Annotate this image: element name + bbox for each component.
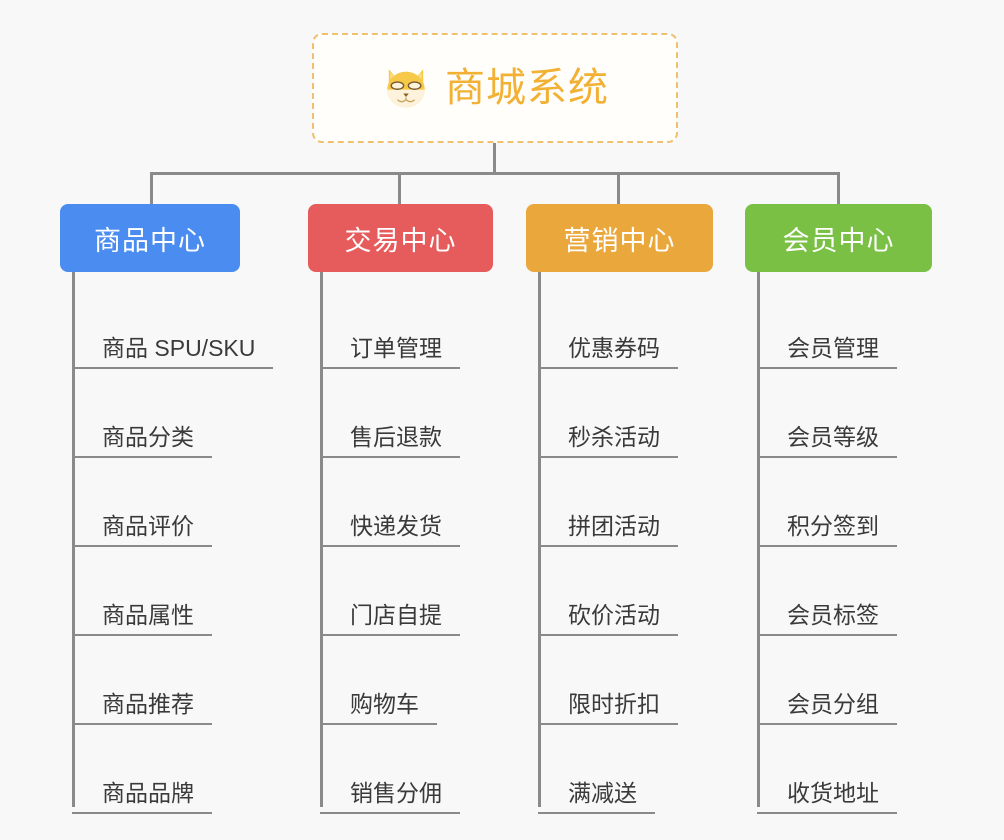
leaf-label: 满减送 <box>538 780 655 814</box>
category-header-trade[interactable]: 交易中心 <box>308 204 493 272</box>
leaf-list-trade: 订单管理 售后退款 快递发货 门店自提 购物车 销售分佣 <box>308 272 493 814</box>
category-title: 营销中心 <box>563 225 676 256</box>
leaf-label: 购物车 <box>320 691 437 725</box>
connector-drop-3 <box>837 172 840 206</box>
leaf-label: 会员等级 <box>757 424 897 458</box>
leaf-label: 门店自提 <box>320 602 460 636</box>
branch-column-member: 会员中心 会员管理 会员等级 积分签到 会员标签 会员分组 收货地址 <box>745 204 932 814</box>
leaf-label: 收货地址 <box>757 780 897 814</box>
branch-column-marketing: 营销中心 优惠券码 秒杀活动 拼团活动 砍价活动 限时折扣 满减送 <box>526 204 713 814</box>
connector-drop-1 <box>398 172 401 206</box>
leaf-list-member: 会员管理 会员等级 积分签到 会员标签 会员分组 收货地址 <box>745 272 932 814</box>
leaf-label: 商品属性 <box>72 602 212 636</box>
list-item[interactable]: 售后退款 <box>308 369 493 458</box>
leaf-trunk-line <box>72 272 75 807</box>
leaf-list-marketing: 优惠券码 秒杀活动 拼团活动 砍价活动 限时折扣 满减送 <box>526 272 713 814</box>
shiba-dog-face-icon <box>387 69 425 108</box>
list-item[interactable]: 商品属性 <box>60 547 273 636</box>
list-item[interactable]: 会员等级 <box>745 369 932 458</box>
leaf-label: 会员分组 <box>757 691 897 725</box>
leaf-label: 订单管理 <box>320 335 460 369</box>
leaf-label: 快递发货 <box>320 513 460 547</box>
branch-column-product: 商品中心 商品 SPU/SKU 商品分类 商品评价 商品属性 商品推荐 商品品牌 <box>60 204 274 814</box>
leaf-label: 商品品牌 <box>72 780 212 814</box>
list-item[interactable]: 砍价活动 <box>526 547 713 636</box>
leaf-list-product: 商品 SPU/SKU 商品分类 商品评价 商品属性 商品推荐 商品品牌 <box>60 272 274 814</box>
list-item[interactable]: 商品 SPU/SKU <box>60 280 274 369</box>
list-item[interactable]: 门店自提 <box>308 547 493 636</box>
list-item[interactable]: 快递发货 <box>308 458 493 547</box>
leaf-label: 秒杀活动 <box>538 424 678 458</box>
list-item[interactable]: 收货地址 <box>745 725 932 814</box>
connector-root-stem <box>493 143 496 175</box>
list-item[interactable]: 购物车 <box>308 636 493 725</box>
category-title: 交易中心 <box>344 225 457 256</box>
leaf-label: 商品推荐 <box>72 691 212 725</box>
category-header-product[interactable]: 商品中心 <box>60 204 240 272</box>
category-header-member[interactable]: 会员中心 <box>745 204 932 272</box>
leaf-trunk-line <box>538 272 541 807</box>
list-item[interactable]: 积分签到 <box>745 458 932 547</box>
leaf-label: 会员管理 <box>757 335 897 369</box>
list-item[interactable]: 商品推荐 <box>60 636 273 725</box>
list-item[interactable]: 销售分佣 <box>308 725 493 814</box>
leaf-label: 商品 SPU/SKU <box>72 335 274 369</box>
category-header-marketing[interactable]: 营销中心 <box>526 204 713 272</box>
branch-column-trade: 交易中心 订单管理 售后退款 快递发货 门店自提 购物车 销售分佣 <box>308 204 493 814</box>
leaf-label: 商品评价 <box>72 513 212 547</box>
leaf-trunk-line <box>320 272 323 807</box>
connector-drop-0 <box>150 172 153 206</box>
leaf-trunk-line <box>757 272 760 807</box>
list-item[interactable]: 限时折扣 <box>526 636 713 725</box>
list-item[interactable]: 拼团活动 <box>526 458 713 547</box>
root-title: 商城系统 <box>445 66 609 110</box>
leaf-label: 售后退款 <box>320 424 460 458</box>
list-item[interactable]: 秒杀活动 <box>526 369 713 458</box>
connector-drop-2 <box>617 172 620 206</box>
list-item[interactable]: 满减送 <box>526 725 713 814</box>
list-item[interactable]: 商品分类 <box>60 369 273 458</box>
list-item[interactable]: 会员管理 <box>745 280 932 369</box>
list-item[interactable]: 会员标签 <box>745 547 932 636</box>
leaf-label: 拼团活动 <box>538 513 678 547</box>
root-node[interactable]: 商城系统 <box>312 33 678 143</box>
list-item[interactable]: 订单管理 <box>308 280 493 369</box>
leaf-label: 销售分佣 <box>320 780 460 814</box>
leaf-label: 限时折扣 <box>538 691 678 725</box>
list-item[interactable]: 商品评价 <box>60 458 273 547</box>
leaf-label: 会员标签 <box>757 602 897 636</box>
leaf-label: 砍价活动 <box>538 602 678 636</box>
leaf-label: 优惠券码 <box>538 335 678 369</box>
list-item[interactable]: 商品品牌 <box>60 725 273 814</box>
list-item[interactable]: 会员分组 <box>745 636 932 725</box>
connector-horizontal-bus <box>150 172 840 175</box>
leaf-label: 商品分类 <box>72 424 212 458</box>
category-title: 会员中心 <box>782 225 895 256</box>
list-item[interactable]: 优惠券码 <box>526 280 713 369</box>
leaf-label: 积分签到 <box>757 513 897 547</box>
category-title: 商品中心 <box>94 225 206 256</box>
